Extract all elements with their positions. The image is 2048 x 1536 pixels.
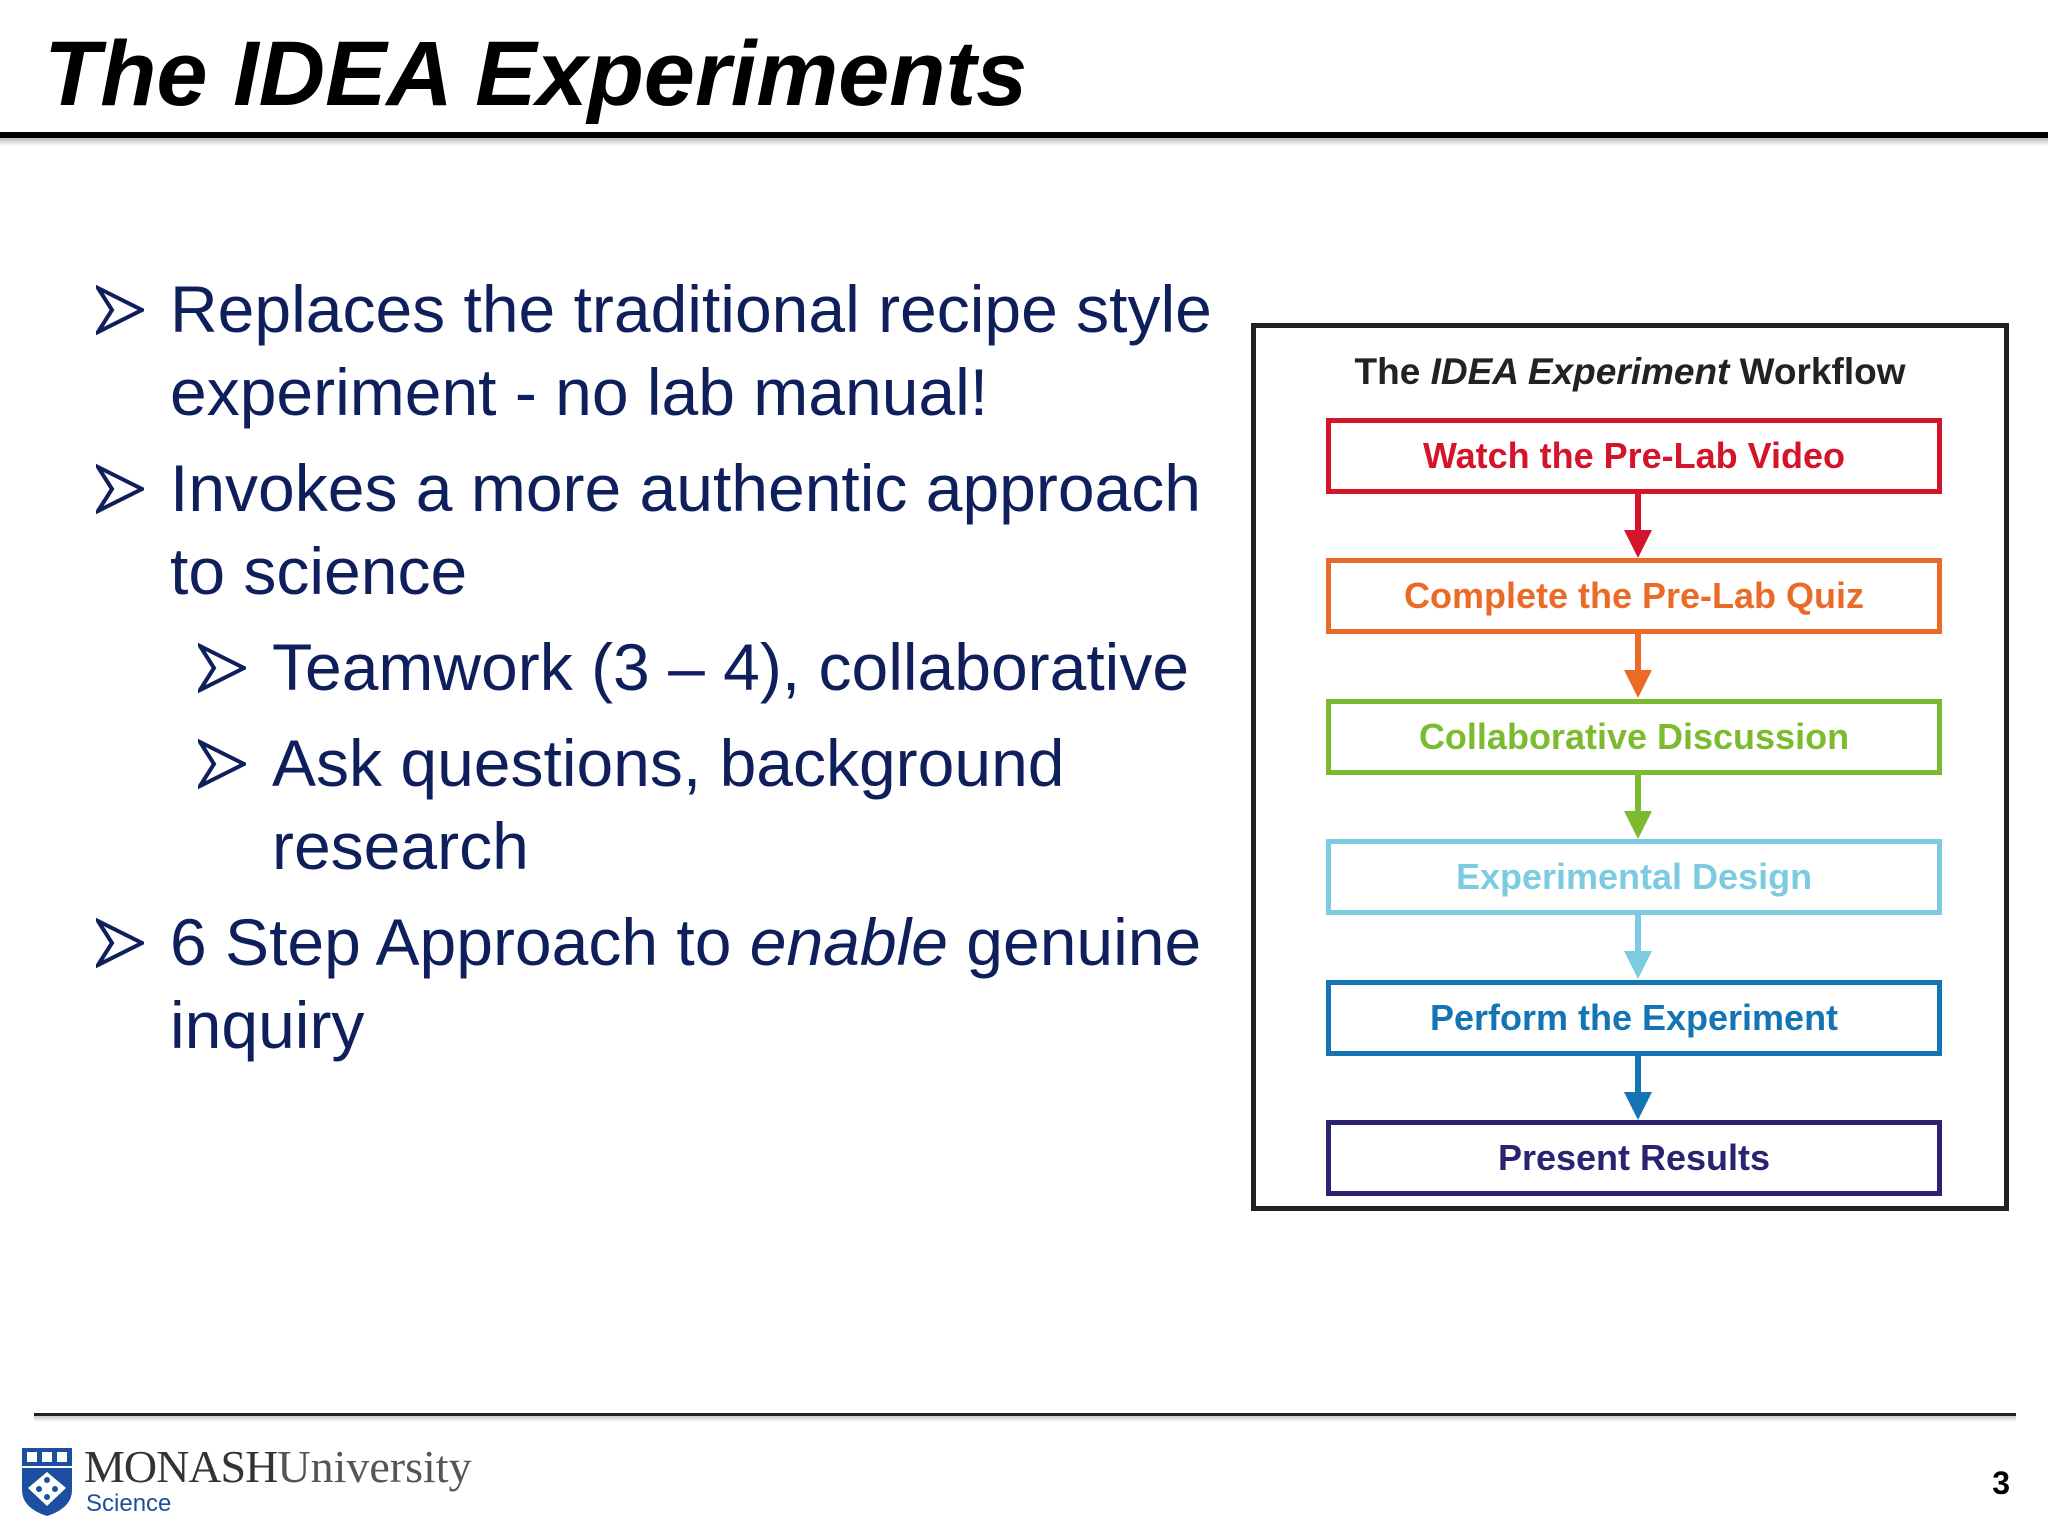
down-arrow-icon <box>1622 915 1654 979</box>
down-arrow-icon <box>1622 634 1654 698</box>
bullet-text: Replaces the traditional recipe style ex… <box>170 272 1212 429</box>
workflow-step: Collaborative Discussion <box>1326 699 1942 775</box>
footer-divider <box>34 1413 2016 1416</box>
slide-title: The IDEA Experiments <box>44 23 1028 125</box>
workflow-step: Perform the Experiment <box>1326 980 1942 1056</box>
title-divider <box>0 132 2048 138</box>
sub-bullet-item: Ask questions, background research <box>198 722 1236 888</box>
arrow-bullet-icon <box>96 284 144 336</box>
arrow-bullet-icon <box>96 463 144 515</box>
bullet-text-emphasis: enable <box>749 905 948 979</box>
down-arrow-icon <box>1622 775 1654 839</box>
bullet-text-part: 6 Step Approach to <box>170 905 750 979</box>
bullet-text: Teamwork (3 – 4), collaborative <box>272 630 1190 704</box>
bullet-text-part: genuine inquiry <box>170 905 1202 1062</box>
workflow-title-suffix: Workflow <box>1729 351 1906 392</box>
bullet-item: Invokes a more authentic approach to sci… <box>96 447 1236 613</box>
bullet-item: Replaces the traditional recipe style ex… <box>96 268 1236 434</box>
university-logo-text: MONASHUniversity <box>84 1444 472 1490</box>
bullet-item: 6 Step Approach to enable genuine inquir… <box>96 901 1236 1067</box>
workflow-title-prefix: The <box>1354 351 1431 392</box>
footer-divider-shadow <box>34 1416 2016 1422</box>
down-arrow-icon <box>1622 1056 1654 1120</box>
workflow-step: Experimental Design <box>1326 839 1942 915</box>
sub-bullet-item: Teamwork (3 – 4), collaborative <box>198 626 1236 709</box>
arrow-bullet-icon <box>96 917 144 969</box>
bullet-text: 6 Step Approach to enable genuine inquir… <box>170 905 1201 1062</box>
workflow-step: Present Results <box>1326 1120 1942 1196</box>
workflow-step: Complete the Pre-Lab Quiz <box>1326 558 1942 634</box>
workflow-title-emphasis: IDEA Experiment <box>1430 351 1730 392</box>
workflow-step: Watch the Pre-Lab Video <box>1326 418 1942 494</box>
department-label: Science <box>86 1490 172 1517</box>
workflow-title: The IDEA Experiment Workflow <box>1256 351 2004 393</box>
bullet-list: Replaces the traditional recipe style ex… <box>96 268 1236 1080</box>
monash-crest-icon <box>18 1446 76 1518</box>
bullet-text: Invokes a more authentic approach to sci… <box>170 451 1201 608</box>
brand-bold: MONASH <box>84 1441 278 1492</box>
title-divider-shadow <box>0 138 2048 146</box>
bullet-text: Ask questions, background research <box>272 726 1065 883</box>
brand-rest: University <box>277 1441 472 1492</box>
arrow-bullet-icon <box>198 738 246 790</box>
workflow-diagram: The IDEA Experiment Workflow Watch the P… <box>1251 323 2009 1211</box>
page-number: 3 <box>1992 1465 2010 1501</box>
down-arrow-icon <box>1622 494 1654 558</box>
arrow-bullet-icon <box>198 642 246 694</box>
